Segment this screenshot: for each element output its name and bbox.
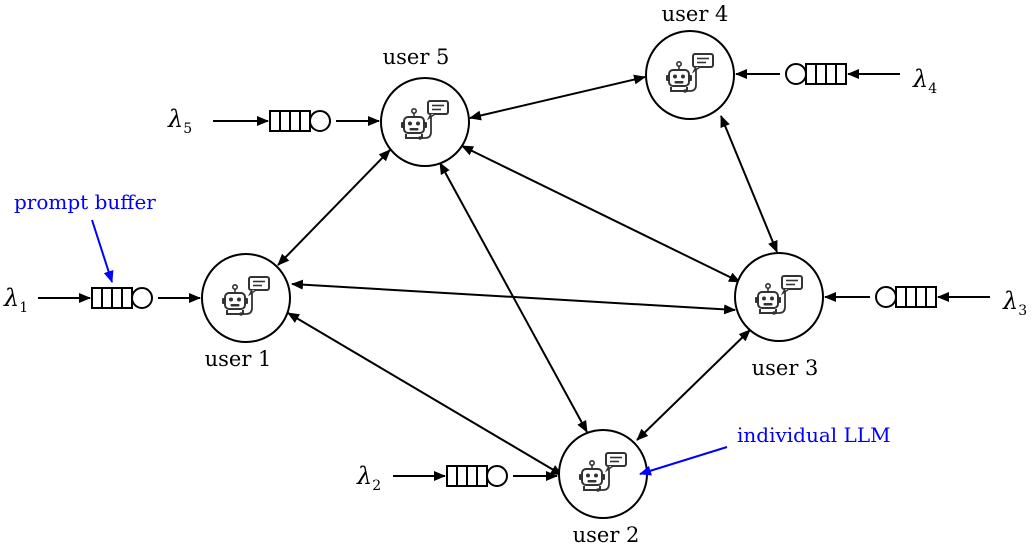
edge-5-1 bbox=[277, 149, 391, 266]
edge-5-3 bbox=[461, 145, 741, 283]
queue-buffer bbox=[875, 286, 937, 308]
user-node-1: user 1 bbox=[201, 253, 291, 371]
lambda-label: λ2 bbox=[356, 462, 381, 494]
edge-4-3 bbox=[720, 115, 778, 253]
edge-3-2 bbox=[636, 329, 751, 441]
prompt-buffer-annotation: prompt buffer bbox=[14, 190, 156, 283]
prompt-buffer-label: prompt buffer bbox=[14, 190, 156, 214]
user-label: user 1 bbox=[205, 347, 272, 371]
user-label: user 4 bbox=[662, 2, 729, 26]
lambda-label: λ1 bbox=[3, 284, 28, 316]
lambda-label: λ5 bbox=[167, 105, 192, 137]
queue-buffer bbox=[91, 287, 153, 309]
queue-buffer bbox=[446, 465, 508, 487]
user-label: user 5 bbox=[383, 45, 450, 69]
edges bbox=[277, 74, 778, 476]
user-label: user 2 bbox=[573, 523, 640, 546]
lambda-label: λ3 bbox=[1002, 287, 1027, 319]
queue-buffer bbox=[785, 63, 847, 85]
arrival-input-2: λ2 bbox=[356, 462, 558, 494]
user-node-2: user 2 bbox=[558, 429, 648, 546]
edge-1-3 bbox=[291, 279, 736, 315]
user-label: user 3 bbox=[752, 356, 819, 380]
arrival-input-5: λ5 bbox=[167, 105, 380, 137]
arrival-input-4: λ4 bbox=[735, 63, 937, 97]
individual-llm-label: individual LLM bbox=[737, 423, 891, 447]
user-node-4: user 4 bbox=[645, 2, 735, 120]
arrival-input-3: λ3 bbox=[824, 286, 1027, 319]
edge-1-2 bbox=[287, 312, 563, 476]
user-node-3: user 3 bbox=[734, 252, 824, 380]
individual-llm-annotation: individual LLM bbox=[639, 423, 891, 476]
edge-5-4 bbox=[469, 74, 646, 121]
queue-buffer bbox=[269, 110, 331, 132]
lambda-label: λ4 bbox=[912, 65, 937, 97]
user-node-5: user 5 bbox=[380, 45, 470, 167]
arrival-input-1: λ1 bbox=[3, 284, 201, 316]
